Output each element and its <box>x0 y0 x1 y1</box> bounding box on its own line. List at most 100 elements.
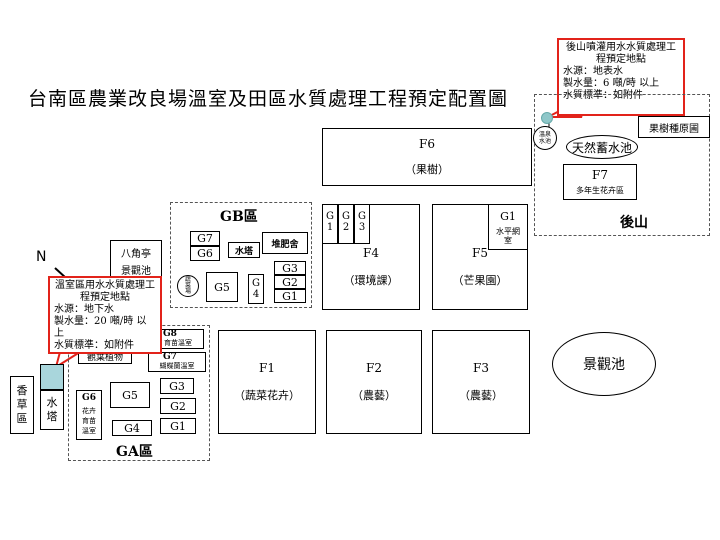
callout-left-line2: 程預定地點 <box>80 292 130 303</box>
field-f4: F4 （環境課） <box>322 204 420 310</box>
gb-g2-label: G2 <box>282 275 298 289</box>
ga-g1-label: G1 <box>170 419 186 433</box>
field-f6-name: （果樹） <box>405 163 449 176</box>
callout-top-line5: 水質標準：如附件 <box>563 90 643 101</box>
callout-top-line3: 水源：地表水 <box>563 66 623 77</box>
field-f1-code: F1 <box>259 361 275 375</box>
herb-area: 香草區 <box>10 376 34 434</box>
field-f7: F7 多年生花卉區 <box>563 164 637 200</box>
ga-g8-code: G8 <box>163 329 177 339</box>
callout-top-line1: 後山噴灌用水水質處理工 <box>566 42 676 53</box>
strip-g1-number: 1 <box>326 222 334 233</box>
gb-vegetable-circle-label: 蔬菜場 <box>184 276 191 295</box>
north-label: N <box>36 249 47 265</box>
field-f4-top-edge <box>322 204 420 205</box>
gb-g6-label: G6 <box>197 247 213 260</box>
field-f3: F3 （農藝） <box>432 330 530 434</box>
ga-zone-label: GA區 <box>116 444 153 460</box>
callout-top-line2: 程預定地點 <box>596 54 646 65</box>
water-treatment-tank <box>40 364 64 390</box>
callout-top: 後山噴灌用水水質處理工 程預定地點 水源：地表水 製水量：6 噸/時 以上 水質… <box>557 38 685 116</box>
ga-g6: G6 花卉 育苗 溫室 <box>76 390 102 440</box>
gb-g7: G7 <box>190 231 220 246</box>
callout-left-line3: 水源：地下水 <box>54 304 114 315</box>
ga-g6-code: G6 <box>82 393 96 403</box>
gb-zone-label: GB區 <box>220 209 258 225</box>
ga-g1: G1 <box>160 418 196 434</box>
ga-g4-label: G4 <box>124 421 140 435</box>
ga-g7-name: 蝴蝶蘭溫室 <box>159 362 195 370</box>
field-f3-name: （農藝） <box>459 389 503 402</box>
gb-g7-label: G7 <box>197 232 213 245</box>
field-f6-code: F6 <box>419 137 435 151</box>
water-tower-left: 水塔 <box>40 390 64 430</box>
callout-left-line5: 水質標準：如附件 <box>54 340 134 351</box>
field-f1: F1 （蔬菜花卉） <box>218 330 316 434</box>
callout-top-line4: 製水量：6 噸/時 以上 <box>563 78 660 89</box>
field-f7-name: 多年生花卉區 <box>576 186 624 195</box>
netted-house-g1: G1 水平網室 <box>488 204 528 250</box>
field-f3-code: F3 <box>473 361 489 375</box>
field-f2-name: （農藝） <box>352 389 396 402</box>
ga-g3-label: G3 <box>169 379 185 393</box>
strip-g3-number: 3 <box>358 222 366 233</box>
gb-g1: G1 <box>274 289 306 303</box>
ga-g7-code: G7 <box>163 352 177 362</box>
field-f4-name: （環境課） <box>343 273 399 287</box>
scenic-pond: 景觀池 <box>552 332 656 396</box>
gb-water-tower-label: 水塔 <box>234 246 253 257</box>
ga-foliage-label: 觀葉植物 <box>86 352 123 363</box>
gb-g5: G5 <box>206 272 238 302</box>
ga-g2-label: G2 <box>170 399 186 413</box>
gb-g2: G2 <box>274 275 306 289</box>
gb-compost-label: 堆肥舍 <box>271 239 299 250</box>
bajiao-pavilion: 八角亭 景觀池 <box>110 240 162 282</box>
back-mountain-label: 後山 <box>620 215 648 231</box>
field-f2-code: F2 <box>366 361 382 375</box>
ga-g5: G5 <box>110 382 150 408</box>
ga-g2: G2 <box>160 398 196 414</box>
gb-g3: G3 <box>274 261 306 275</box>
bajiao-line1: 八角亭 <box>121 249 151 260</box>
ga-g7: G7 蝴蝶蘭溫室 <box>148 352 206 372</box>
field-f4-code: F4 <box>363 245 379 260</box>
ga-g6-sub3: 溫室 <box>82 427 96 435</box>
field-f6: F6 （果樹） <box>322 128 532 186</box>
field-f1-name: （蔬菜花卉） <box>234 389 300 402</box>
back-mountain-zone <box>534 94 710 236</box>
gb-g3-label: G3 <box>282 261 298 275</box>
strip-g2: G 2 <box>338 204 354 244</box>
gb-g4-letter: G <box>252 278 260 289</box>
field-f5-name: （芒果園） <box>452 274 508 287</box>
strip-g2-number: 2 <box>342 222 350 233</box>
hot-spring-pond-label: 溫泉水池 <box>538 131 551 145</box>
callout-left-line4: 製水量：20 噸/時 以上 <box>54 316 147 339</box>
natural-reservoir: 天然蓄水池 <box>566 135 638 159</box>
hot-spring-pond: 溫泉水池 <box>533 126 557 150</box>
water-tower-left-label: 水塔 <box>46 396 58 423</box>
orchard-germplasm-label: 果樹種原圃 <box>649 123 699 135</box>
strip-g1-letter: G <box>326 211 334 222</box>
bajiao-line2: 景觀池 <box>121 266 151 277</box>
gb-zone <box>170 202 312 308</box>
scenic-pond-label: 景觀池 <box>583 357 625 373</box>
netted-house-g1-name: 水平網室 <box>496 226 520 245</box>
field-f2: F2 （農藝） <box>326 330 422 434</box>
natural-reservoir-label: 天然蓄水池 <box>571 140 632 155</box>
strip-g3-letter: G <box>358 211 366 222</box>
gb-g5-label: G5 <box>214 280 230 294</box>
gb-g4: G 4 <box>248 274 264 304</box>
ga-g8-name: 育苗溫室 <box>164 339 192 347</box>
herb-area-label: 香草區 <box>16 384 28 425</box>
ga-g4: G4 <box>112 420 152 436</box>
ga-g5-label: G5 <box>122 388 138 402</box>
gb-vegetable-circle: 蔬菜場 <box>177 275 199 297</box>
strip-g2-letter: G <box>342 211 350 222</box>
ga-g6-sub1: 花卉 <box>82 407 96 415</box>
page-title: 台南區農業改良場溫室及田區水質處理工程預定配置圖 <box>28 88 509 110</box>
gb-g4-number: 4 <box>252 289 260 300</box>
gb-g1-label: G1 <box>282 289 298 303</box>
field-f5-code: F5 <box>472 246 488 260</box>
ga-g3: G3 <box>160 378 194 394</box>
netted-house-g1-code: G1 <box>500 209 516 223</box>
